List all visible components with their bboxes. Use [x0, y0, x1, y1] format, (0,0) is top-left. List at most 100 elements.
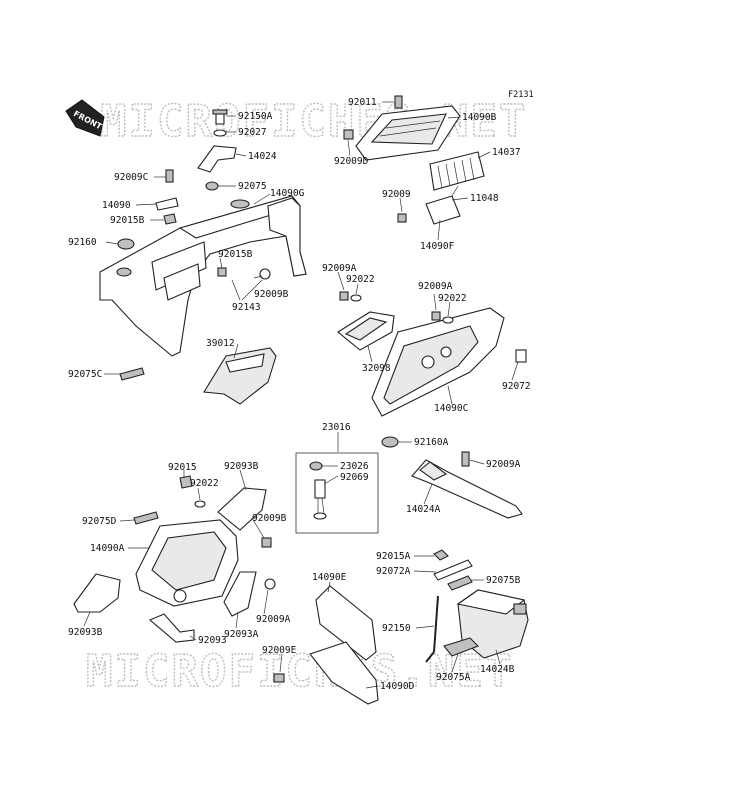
pad-icon [447, 575, 473, 591]
plate-14090d-icon [309, 641, 379, 705]
part-label: 92075B [486, 575, 521, 586]
bracket-92093b-icon [73, 573, 121, 613]
washer-icon [442, 316, 454, 324]
part-label: 92015B [110, 215, 145, 226]
part-labels: 92150A 92027 14024 92075 14090G 92009C 1… [68, 97, 531, 692]
part-label: 92075C [68, 369, 102, 380]
bracket-14090f-icon [425, 195, 461, 225]
part-label: 92093B [224, 461, 259, 472]
box-14024b-icon [456, 589, 529, 659]
part-label: 14090C [434, 403, 468, 414]
part-label: 32098 [362, 363, 391, 374]
front-arrow-icon: FRONT [65, 99, 105, 137]
nut-icon [433, 549, 449, 561]
part-label: 14090D [380, 681, 415, 692]
bolt-icon [431, 311, 441, 321]
pad-icon [133, 511, 159, 525]
main-housing-icon [99, 195, 307, 357]
part-label: 14090F [420, 241, 455, 252]
washer-icon [350, 294, 362, 302]
part-label: 92009A [256, 614, 291, 625]
bolt-icon [261, 537, 272, 548]
part-label: 92093A [224, 629, 259, 640]
pad-icon [119, 367, 145, 381]
part-label: 92160A [414, 437, 449, 448]
part-label: 23016 [322, 422, 351, 433]
plate-14090c-icon [371, 307, 505, 417]
screw-icon [264, 578, 276, 590]
watermark-bottom: MICROFICHES.NET [86, 646, 513, 697]
part-label: 92009 [382, 189, 411, 200]
bolt-icon [273, 673, 285, 683]
strap-icon [433, 559, 473, 581]
part-label: 14037 [492, 147, 521, 158]
part-label: 23026 [340, 461, 369, 472]
screw-icon [394, 95, 403, 109]
bracket-92093b-icon [217, 487, 267, 531]
part-label: 11048 [470, 193, 499, 204]
pad-icon [443, 637, 479, 657]
part-label: 92022 [346, 274, 375, 285]
heat-sink-14037-icon [429, 151, 485, 191]
bracket-92093a-icon [223, 571, 257, 617]
plate-icon [155, 197, 179, 211]
tray-14090a-icon [135, 519, 239, 607]
part-label: 92093B [68, 627, 103, 638]
clip-icon [515, 349, 527, 363]
part-label: 92009A [322, 263, 357, 274]
nut-icon [163, 213, 177, 225]
grommet-icon [381, 436, 399, 448]
grommet-icon [205, 181, 219, 191]
part-label: 92009A [486, 459, 521, 470]
bracket-92093-icon [148, 613, 195, 643]
plate-14090e-icon [315, 585, 377, 661]
part-label: 92009B [252, 513, 287, 524]
bolt-icon [397, 213, 407, 223]
part-label: 92143 [232, 302, 261, 313]
bolt-icon [461, 451, 470, 467]
part-label: 92072 [502, 381, 531, 392]
part-label: 92150 [382, 623, 411, 634]
part-label: 92015B [218, 249, 253, 260]
part-label: 92011 [348, 97, 377, 108]
bolt-icon [212, 109, 228, 137]
bolt-icon [343, 129, 354, 140]
part-label: 14024B [480, 664, 515, 675]
sensor-icon [309, 461, 327, 520]
bolt-icon [339, 291, 349, 301]
part-label: 14090E [312, 572, 347, 583]
part-label: 92075A [436, 672, 471, 683]
part-label: 92009D [334, 156, 369, 167]
part-label: 92015A [376, 551, 411, 562]
rod-92150-icon [425, 595, 439, 663]
part-label: 14090 [102, 200, 131, 211]
part-label: 92075 [238, 181, 267, 192]
part-label: 92015 [168, 462, 197, 473]
part-label: 92009C [114, 172, 148, 183]
part-label: 39012 [206, 338, 235, 349]
part-label: 14090B [462, 112, 497, 123]
diagram-code: F2131 [508, 90, 534, 100]
part-label: 92072A [376, 566, 411, 577]
part-label: 92069 [340, 472, 369, 483]
part-label: 92075D [82, 516, 117, 527]
grommet-icon [117, 238, 135, 250]
bolt-icon [165, 169, 174, 183]
screw-icon [253, 268, 271, 280]
duct-39012-icon [203, 347, 277, 405]
nut-icon [179, 475, 193, 489]
washer-icon [194, 500, 206, 508]
part-label: 14090G [270, 188, 305, 199]
part-label: 92009B [254, 289, 289, 300]
bracket-14024-icon [197, 145, 237, 173]
part-label: 14090A [90, 543, 125, 554]
part-label: 92009E [262, 645, 297, 656]
cover-14090b-icon [355, 105, 461, 161]
part-label: 92150A [238, 111, 273, 122]
part-label: 14024 [248, 151, 277, 162]
part-label: 92022 [190, 478, 219, 489]
part-label: 92160 [68, 237, 97, 248]
part-label: 14024A [406, 504, 441, 515]
part-label: 92027 [238, 127, 267, 138]
